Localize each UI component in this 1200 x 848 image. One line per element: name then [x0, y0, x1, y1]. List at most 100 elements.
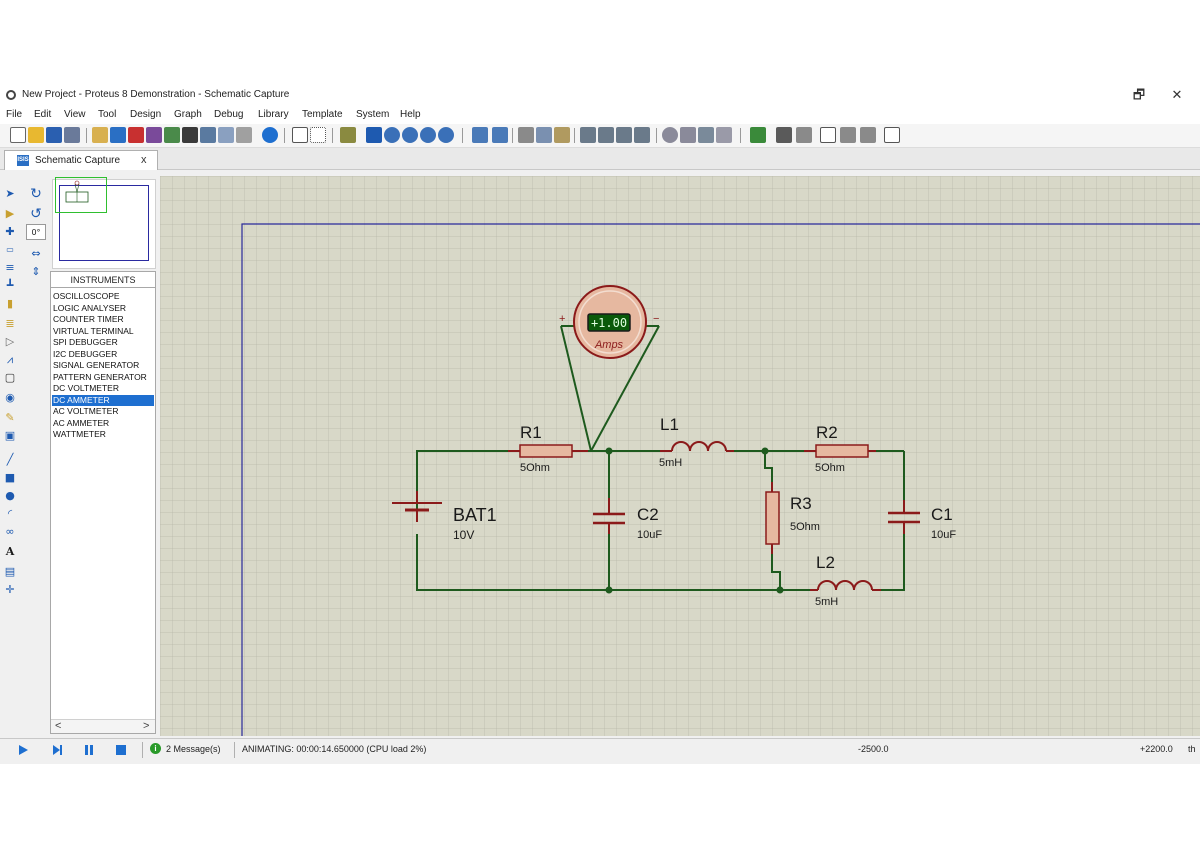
buses-icon[interactable]: ┻ [6, 279, 14, 292]
copy-icon[interactable] [536, 127, 552, 143]
pcb-icon[interactable] [128, 127, 144, 143]
origin-icon[interactable] [340, 127, 356, 143]
tab-schematic-capture[interactable]: ISIS Schematic Capture x [4, 150, 158, 170]
2d-path-icon[interactable]: ∞ [5, 525, 15, 538]
decompose-icon[interactable] [716, 127, 732, 143]
dc-ammeter[interactable]: +1.00 Amps + − [559, 285, 659, 359]
wire-label-icon[interactable]: ▭ [6, 245, 14, 254]
menu-tool[interactable]: Tool [98, 109, 117, 120]
exit-to-parent-icon[interactable] [860, 127, 876, 143]
zoom-area-icon[interactable] [438, 127, 454, 143]
list-item[interactable]: LOGIC ANALYSER [53, 302, 127, 313]
play-icon[interactable] [16, 743, 30, 757]
capacitor-c1[interactable]: C1 10uF [888, 500, 956, 541]
zoom-out-icon[interactable] [402, 127, 418, 143]
rotate-anticlockwise-icon[interactable]: ↺ [30, 206, 42, 222]
electrical-rule-check-icon[interactable] [884, 127, 900, 143]
paste-icon[interactable] [554, 127, 570, 143]
2d-text-icon[interactable]: A [5, 545, 15, 558]
menu-design[interactable]: Design [130, 109, 162, 120]
resistor-r3[interactable]: R3 5Ohm [765, 482, 820, 554]
list-item[interactable]: VIRTUAL TERMINAL [53, 325, 134, 336]
zoom-all-icon[interactable] [420, 127, 436, 143]
inductor-l2[interactable]: L2 5mH [810, 553, 881, 608]
tab-close-icon[interactable]: x [141, 154, 147, 166]
pause-icon[interactable] [82, 743, 96, 757]
list-item[interactable]: SIGNAL GENERATOR [53, 360, 140, 370]
resistor-r2[interactable]: R2 5Ohm [804, 423, 876, 474]
schematic-canvas[interactable]: R1 5Ohm L1 5mH R2 5Ohm R3 5Ohm [160, 176, 1200, 736]
overview-view-rectangle[interactable] [55, 177, 107, 213]
menu-file[interactable]: File [6, 109, 23, 120]
design-explorer-icon[interactable] [200, 127, 216, 143]
selection-mode-icon[interactable]: ➤ [5, 187, 15, 200]
subcircuit-icon[interactable]: ▮ [6, 297, 14, 310]
units-indicator[interactable]: th [1188, 744, 1196, 754]
rotate-clockwise-icon[interactable]: ↻ [30, 186, 42, 202]
stop-icon[interactable] [114, 743, 128, 757]
list-item[interactable]: AC VOLTMETER [53, 406, 119, 416]
source-code-icon[interactable] [218, 127, 234, 143]
text-script-icon[interactable]: ≡ [5, 261, 15, 274]
3d-view-icon[interactable] [146, 127, 162, 143]
graph-mode-icon[interactable]: ⩘ [6, 353, 14, 366]
menu-graph[interactable]: Graph [174, 109, 202, 120]
open-folder-icon[interactable] [28, 127, 44, 143]
cut-icon[interactable] [518, 127, 534, 143]
tape-recorder-icon[interactable]: ▢ [4, 371, 16, 384]
menu-debug[interactable]: Debug [214, 109, 244, 120]
schematic-icon[interactable] [110, 127, 126, 143]
list-item[interactable]: COUNTER TIMER [53, 314, 124, 324]
notes-icon[interactable] [236, 127, 252, 143]
2d-line-icon[interactable]: ╱ [6, 453, 14, 466]
menu-template[interactable]: Template [302, 109, 343, 120]
battery-bat1[interactable]: BAT1 10V [392, 491, 497, 542]
generator-mode-icon[interactable]: ◉ [5, 391, 15, 404]
gerber-icon[interactable] [164, 127, 180, 143]
new-sheet-icon[interactable] [820, 127, 836, 143]
undo-icon[interactable] [472, 127, 488, 143]
2d-symbol-icon[interactable]: ▤ [4, 565, 16, 578]
list-item[interactable]: WATTMETER [53, 429, 106, 439]
device-pins-icon[interactable]: ▷ [5, 335, 15, 348]
menu-help[interactable]: Help [400, 109, 421, 120]
scroll-right-icon[interactable]: > [143, 720, 150, 732]
remove-sheet-icon[interactable] [840, 127, 856, 143]
list-item[interactable]: SPI DEBUGGER [53, 337, 118, 347]
home-icon[interactable] [92, 127, 108, 143]
help-icon[interactable] [262, 127, 278, 143]
resistor-r1[interactable]: R1 5Ohm [508, 423, 588, 474]
menu-library[interactable]: Library [258, 109, 289, 120]
pick-device-icon[interactable] [662, 127, 678, 143]
list-item-selected[interactable]: DC AMMETER [52, 394, 154, 406]
overview-window[interactable] [52, 177, 156, 269]
wire-autorouter-icon[interactable] [750, 127, 766, 143]
capacitor-c2[interactable]: C2 10uF [593, 498, 662, 541]
inductor-l1[interactable]: L1 5mH [659, 415, 734, 469]
grid-icon[interactable] [310, 127, 326, 143]
save-all-icon[interactable] [64, 127, 80, 143]
messages-count[interactable]: 2 Message(s) [166, 744, 221, 754]
pan-icon[interactable] [366, 127, 382, 143]
2d-arc-icon[interactable]: ◜ [7, 507, 13, 520]
list-item[interactable]: DC VOLTMETER [53, 383, 119, 393]
menu-view[interactable]: View [64, 109, 86, 120]
voltage-probe-icon[interactable]: ✎ [5, 411, 15, 424]
menu-system[interactable]: System [356, 109, 390, 120]
list-item[interactable]: OSCILLOSCOPE [53, 291, 120, 301]
horizontal-scrollbar[interactable]: < > [51, 719, 155, 733]
zoom-in-icon[interactable] [384, 127, 400, 143]
terminals-icon[interactable]: ≣ [5, 317, 15, 330]
search-tag-icon[interactable] [776, 127, 792, 143]
close-button[interactable]: ✕ [1171, 87, 1183, 102]
save-icon[interactable] [46, 127, 62, 143]
menu-edit[interactable]: Edit [34, 109, 52, 120]
mirror-vertical-icon[interactable]: ⇕ [31, 265, 41, 278]
block-delete-icon[interactable] [634, 127, 650, 143]
junction-dot-icon[interactable]: ✚ [5, 225, 15, 238]
block-copy-icon[interactable] [580, 127, 596, 143]
restore-button[interactable]: 🗗 [1132, 87, 1146, 102]
component-mode-icon[interactable]: ▶ [5, 207, 15, 220]
virtual-instruments-icon[interactable]: ▣ [4, 429, 16, 442]
redo-icon[interactable] [492, 127, 508, 143]
